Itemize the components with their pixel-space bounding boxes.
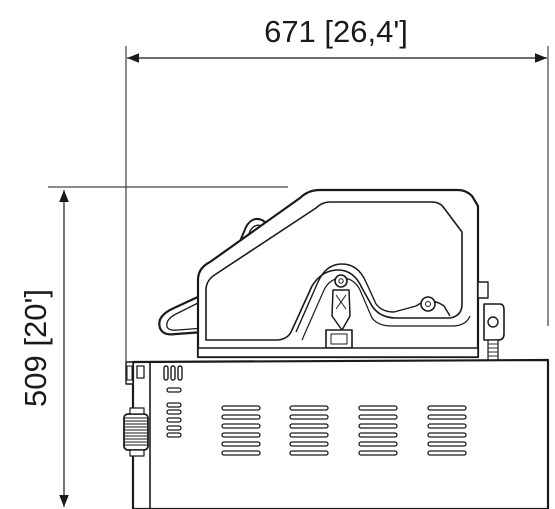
top-vent-slots (163, 365, 183, 381)
housing-inner-panel (205, 201, 463, 341)
width-dimension-label: 671 [26,4'] (264, 14, 408, 49)
housing-outer-shell (196, 188, 480, 359)
vent-grill-1 (221, 405, 261, 456)
knurled-knob (123, 407, 149, 457)
vent-grill-3 (358, 405, 398, 456)
side-lever-handle (158, 295, 205, 336)
width-dimension: 671 [26,4'] (125, 14, 549, 362)
housing-base-strip (197, 347, 479, 358)
left-vent-slots (166, 402, 182, 438)
upper-housing (158, 188, 505, 369)
vent-grill-4 (427, 405, 467, 456)
right-switch-bracket (477, 281, 489, 299)
height-dimension: 509 [20'] (18, 186, 288, 507)
vent-grill-2 (289, 405, 329, 456)
cabinet-body (131, 358, 550, 509)
small-indicator (136, 365, 145, 379)
lower-cabinet (123, 358, 550, 509)
actuator-body (331, 289, 351, 331)
height-dimension-label: 509 [20'] (18, 289, 53, 407)
